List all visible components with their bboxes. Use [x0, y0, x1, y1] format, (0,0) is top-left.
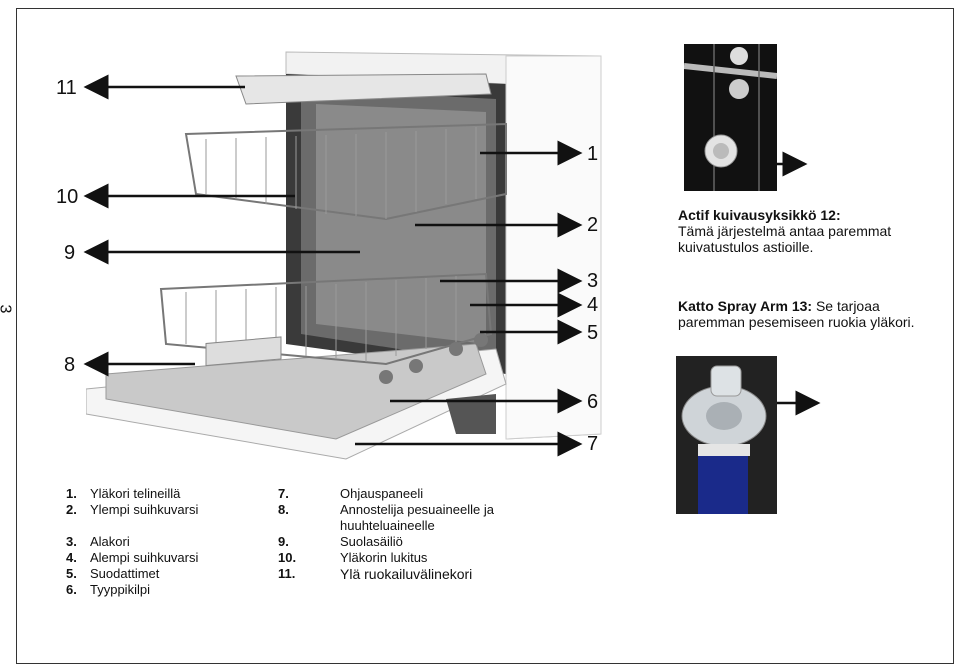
legend-item: 11.Ylä ruokailuvälinekori	[278, 566, 473, 582]
page-frame	[16, 8, 954, 664]
callout-5: 5	[587, 322, 599, 344]
legend-item: 3.Alakori	[66, 534, 130, 549]
callout-7: 7	[587, 433, 599, 455]
callout-8: 8	[64, 354, 76, 376]
legend-item: 1.Yläkori telineillä	[66, 486, 181, 501]
page-number: 3	[0, 305, 13, 314]
drying-unit-text: Tämä järjestelmä antaa paremmat kuivatus…	[678, 223, 892, 255]
legend-item: 4.Alempi suihkuvarsi	[66, 550, 199, 565]
spray-arm-description: Katto Spray Arm 13: Se tarjoaa paremman …	[678, 298, 928, 330]
legend-item: 8.Annostelija pesuaineelle ja huuhteluai…	[278, 502, 494, 533]
legend-left: 1.Yläkori telineillä 2.Ylempi suihkuvars…	[66, 486, 198, 598]
legend-item: 6.Tyyppikilpi	[66, 582, 150, 597]
legend-item: 5.Suodattimet	[66, 566, 160, 581]
callout-10: 10	[56, 186, 79, 208]
legend-item: 2.Ylempi suihkuvarsi	[66, 502, 199, 517]
legend-item: 7.Ohjauspaneeli	[278, 486, 424, 501]
legend-item: 9.Suolasäiliö	[278, 534, 403, 549]
legend-item: 10.Yläkorin lukitus	[278, 550, 428, 565]
spray-arm-title: Katto Spray Arm 13:	[678, 298, 813, 314]
legend-right: 7.Ohjauspaneeli 8.Annostelija pesuaineel…	[278, 486, 538, 582]
callout-2: 2	[587, 214, 599, 236]
callout-1: 1	[587, 143, 599, 165]
callout-11: 11	[56, 77, 77, 99]
callout-4: 4	[587, 294, 599, 316]
drying-unit-photo	[684, 44, 777, 191]
dishwasher-photo	[86, 51, 602, 460]
spray-arm-photo	[676, 356, 777, 514]
callout-6: 6	[587, 391, 599, 413]
drying-unit-title: Actif kuivausyksikkö 12:	[678, 207, 841, 223]
drying-unit-description: Actif kuivausyksikkö 12: Tämä järjestelm…	[678, 207, 928, 255]
callout-9: 9	[64, 242, 76, 264]
spray-arm-text: Se tarjoaa paremman pesemiseen ruokia yl…	[678, 298, 915, 330]
callout-3: 3	[587, 270, 599, 292]
